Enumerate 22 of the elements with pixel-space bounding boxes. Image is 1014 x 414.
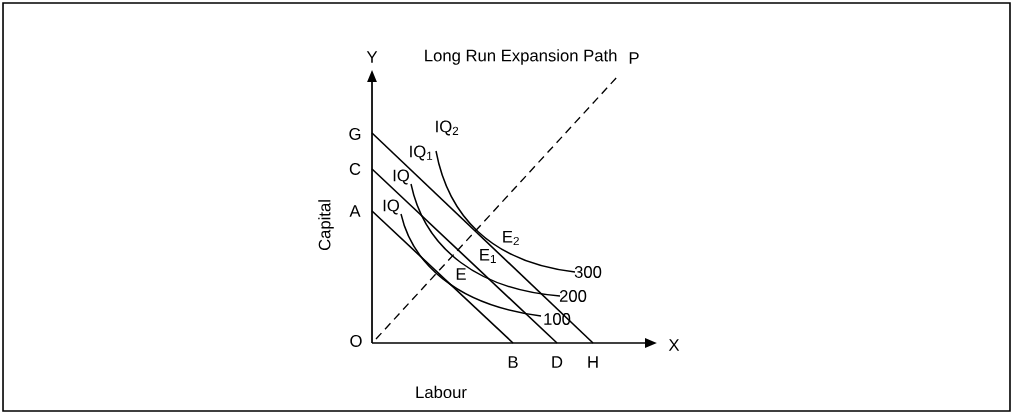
point-label: G <box>349 128 361 140</box>
point-label: E <box>456 268 466 280</box>
point-label: Y <box>366 51 378 63</box>
point-label: E$_{2}$ <box>503 230 519 246</box>
point-label: 200 <box>559 290 587 302</box>
point-label: IQ$_{1}$ <box>410 145 433 161</box>
point-label: IQ <box>393 169 409 185</box>
point-label: X <box>668 339 680 351</box>
axis-title: Capital <box>318 200 334 251</box>
point-label: E$_{1}$ <box>480 249 496 263</box>
point-label: O <box>350 335 362 347</box>
chart-title: Long Run Expansion Path <box>425 49 617 65</box>
point-label: IQ <box>383 199 399 215</box>
point-label: IQ$_{2}$ <box>436 120 459 136</box>
point-label: A <box>349 205 361 217</box>
point-label: C <box>349 163 361 175</box>
point-label: 300 <box>574 266 602 278</box>
point-label: B <box>508 356 518 368</box>
point-label: D <box>552 356 563 368</box>
point-label: Labour <box>416 385 467 399</box>
point-label: P <box>629 52 639 64</box>
point-label: H <box>588 356 598 368</box>
